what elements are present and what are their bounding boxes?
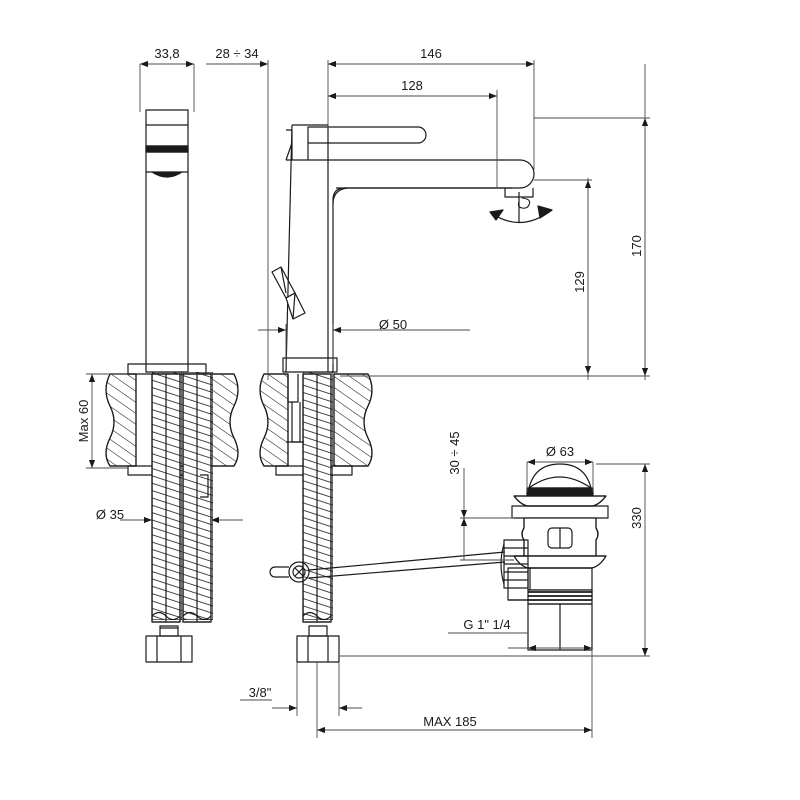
dim-waste-deck-range: 30 ÷ 45 [447, 431, 462, 474]
dim-supply-thread: 3/8" [249, 685, 272, 700]
front-view-faucet [271, 124, 535, 373]
dimension-labels: 33,8 28 ÷ 34 146 128 129 170 Max 60 Ø 35… [76, 46, 644, 729]
side-view-faucet [127, 109, 207, 375]
dim-waste-total: 330 [629, 507, 644, 529]
dim-max-deck-thickness: Max 60 [76, 400, 91, 443]
pop-up-waste-assembly [308, 463, 609, 651]
dim-waste-thread: G 1" 1/4 [463, 617, 510, 632]
dim-spout-height: 129 [572, 271, 587, 293]
front-view-supply-nut [296, 625, 340, 663]
dim-side-width: 33,8 [154, 46, 179, 61]
dim-total-height: 170 [629, 235, 644, 257]
waste-retaining-nut [500, 539, 529, 589]
side-view-threaded-shanks [145, 372, 213, 663]
dim-body-diameter: Ø 50 [379, 317, 407, 332]
swivel-arc-rotation-symbol [489, 192, 553, 224]
dim-spout-reach: 128 [401, 78, 423, 93]
dim-base-diameter: Ø 35 [96, 507, 124, 522]
dim-spout-overall: 146 [420, 46, 442, 61]
dim-waste-cap-diameter: Ø 63 [546, 444, 574, 459]
front-view-shank-assembly [269, 372, 340, 663]
dimension-lines [86, 60, 650, 738]
dim-max-linkage: MAX 185 [423, 714, 476, 729]
side-view-lock-nut [145, 625, 193, 663]
dim-gap-range: 28 ÷ 34 [215, 46, 258, 61]
